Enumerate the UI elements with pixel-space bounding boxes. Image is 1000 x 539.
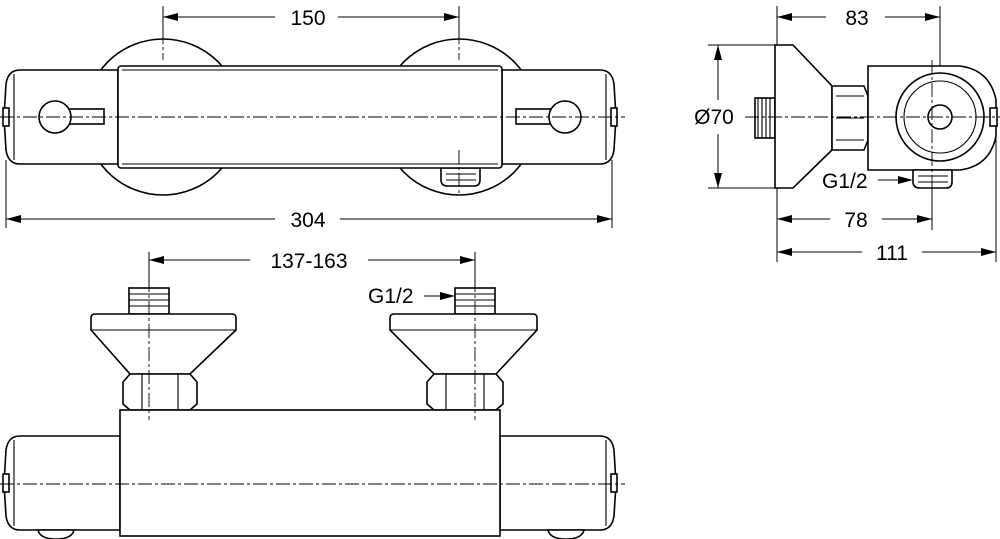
left-inlet-nut bbox=[122, 373, 198, 411]
bottom-thread-callout: G1/2 bbox=[368, 285, 455, 308]
dim-304-label: 304 bbox=[290, 209, 325, 232]
bottom-left-knob bbox=[3, 435, 121, 531]
dim-111-label: 111 bbox=[876, 242, 908, 265]
side-cone-flange bbox=[774, 44, 833, 189]
top-view bbox=[0, 30, 625, 196]
right-inlet-nut bbox=[426, 373, 504, 411]
mixer-body-bottom bbox=[119, 409, 501, 537]
dim-78-label: 78 bbox=[844, 209, 867, 232]
bottom-right-lever bbox=[547, 529, 585, 539]
side-thread-callout: G1/2 bbox=[822, 170, 913, 193]
dim-111: 111 bbox=[777, 136, 997, 265]
dim-diameter-label: Ø70 bbox=[694, 106, 734, 129]
bottom-thread-label: G1/2 bbox=[368, 285, 414, 308]
dim-137-163: 137-163 bbox=[148, 250, 476, 288]
left-inlet-flange bbox=[90, 313, 237, 375]
side-view bbox=[745, 44, 1000, 200]
bottom-view bbox=[0, 278, 625, 539]
side-thread-label: G1/2 bbox=[822, 170, 868, 193]
dim-137-163-label: 137-163 bbox=[270, 250, 347, 273]
right-inlet-flange bbox=[389, 313, 538, 375]
side-outlet bbox=[912, 169, 953, 189]
dim-83-label: 83 bbox=[845, 7, 868, 30]
dim-150: 150 bbox=[162, 6, 460, 40]
bottom-left-lever bbox=[37, 529, 75, 539]
dim-78: 78 bbox=[776, 188, 933, 262]
dim-diameter: Ø70 bbox=[694, 44, 775, 189]
outlet-nut bbox=[440, 167, 481, 187]
dim-150-label: 150 bbox=[290, 7, 325, 30]
dim-304: 304 bbox=[5, 160, 613, 232]
dim-83: 83 bbox=[776, 6, 941, 66]
bottom-right-knob bbox=[499, 435, 617, 531]
